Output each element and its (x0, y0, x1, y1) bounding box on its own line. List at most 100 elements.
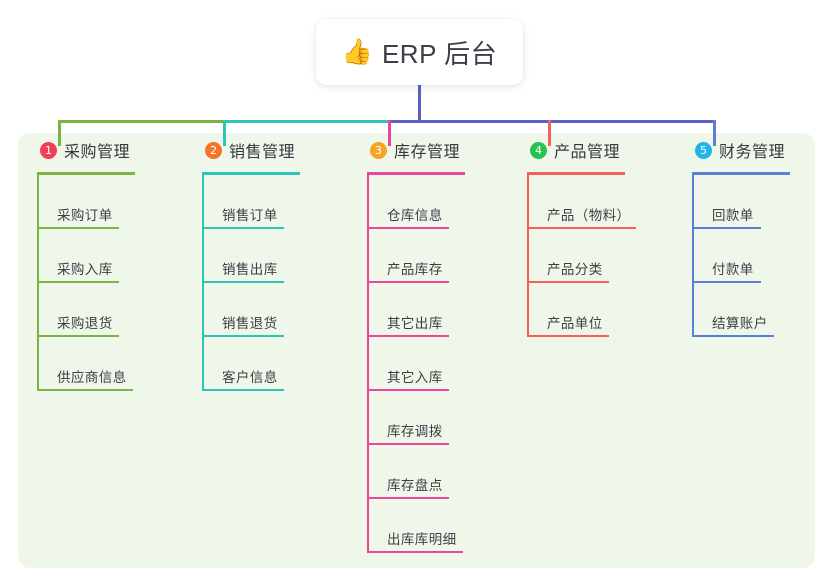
branch-title-underline (367, 172, 465, 175)
list-item-label: 采购入库 (57, 262, 113, 277)
list-item[interactable]: 其它入库 (367, 337, 500, 391)
list-item-label: 采购退货 (57, 316, 113, 331)
list-item[interactable]: 出库库明细 (367, 499, 500, 553)
list-item-label: 销售订单 (222, 208, 278, 223)
list-item-underline (37, 389, 133, 391)
branch-header-4[interactable]: 4 产品管理 (510, 133, 660, 167)
list-item-underline (692, 227, 761, 229)
list-item-underline (367, 389, 449, 391)
branch-title: 销售管理 (229, 144, 296, 161)
branch-number-badge: 5 (695, 141, 712, 159)
branch-title: 产品管理 (554, 144, 621, 161)
list-item-label: 产品单位 (547, 316, 603, 331)
list-item-underline (527, 281, 609, 283)
list-item[interactable]: 采购订单 (37, 175, 170, 229)
branch-item-list: 仓库信息产品库存其它出库其它入库库存调拨库存盘点出库库明细 (367, 175, 500, 553)
branch-column-2: 2 销售管理销售订单销售出库销售退货客户信息 (185, 133, 335, 391)
list-item[interactable]: 供应商信息 (37, 337, 170, 391)
branch-title: 财务管理 (719, 144, 786, 161)
root-node-card[interactable]: 👍 ERP 后台 (316, 19, 523, 85)
branch-spine (367, 175, 369, 553)
branch-header-3[interactable]: 3 库存管理 (350, 133, 500, 167)
drop-connector (58, 120, 61, 146)
list-item-label: 其它出库 (387, 316, 443, 331)
list-item-label: 客户信息 (222, 370, 278, 385)
list-item-label: 供应商信息 (57, 370, 127, 385)
list-item-label: 产品（物料） (547, 208, 631, 223)
bus-segment (223, 120, 391, 123)
branch-item-list: 产品（物料） 产品分类产品单位 (527, 175, 660, 337)
list-item-label: 回款单 (712, 208, 754, 223)
drop-connector (223, 120, 226, 146)
branch-title-underline (692, 172, 790, 175)
list-item-underline (367, 497, 449, 499)
list-item-label: 产品库存 (387, 262, 443, 277)
list-item-underline (692, 281, 761, 283)
list-item[interactable]: 产品库存 (367, 229, 500, 283)
bus-segment (58, 120, 226, 123)
branch-column-4: 4 产品管理产品（物料） 产品分类产品单位 (510, 133, 660, 337)
list-item-underline (367, 227, 449, 229)
list-item[interactable]: 产品（物料） (527, 175, 660, 229)
drop-connector (548, 120, 551, 146)
list-item-underline (202, 335, 284, 337)
list-item[interactable]: 销售订单 (202, 175, 335, 229)
list-item[interactable]: 回款单 (692, 175, 815, 229)
branch-spine (202, 175, 204, 391)
list-item[interactable]: 产品单位 (527, 283, 660, 337)
list-item-underline (37, 227, 119, 229)
thumbs-up-icon: 👍 (341, 37, 373, 66)
list-item[interactable]: 库存调拨 (367, 391, 500, 445)
list-item[interactable]: 库存盘点 (367, 445, 500, 499)
branch-title: 库存管理 (394, 144, 461, 161)
list-item[interactable]: 结算账户 (692, 283, 815, 337)
bus-segment (388, 120, 551, 123)
list-item[interactable]: 其它出库 (367, 283, 500, 337)
list-item[interactable]: 仓库信息 (367, 175, 500, 229)
list-item-underline (692, 335, 774, 337)
branch-spine (527, 175, 529, 337)
list-item[interactable]: 采购入库 (37, 229, 170, 283)
content-panel (18, 133, 815, 568)
list-item-label: 结算账户 (712, 316, 768, 331)
list-item-underline (367, 443, 449, 445)
branch-number-badge: 4 (530, 141, 547, 159)
list-item-underline (37, 281, 119, 283)
drop-connector (388, 120, 391, 146)
list-item-underline (527, 335, 609, 337)
list-item-label: 付款单 (712, 262, 754, 277)
drop-connector (713, 120, 716, 146)
branch-header-5[interactable]: 5 财务管理 (675, 133, 815, 167)
list-item-label: 其它入库 (387, 370, 443, 385)
branch-column-5: 5 财务管理回款单付款单结算账户 (675, 133, 815, 337)
list-item-underline (202, 227, 284, 229)
branch-spine (37, 175, 39, 391)
branch-number-badge: 2 (205, 141, 222, 159)
branch-item-list: 销售订单销售出库销售退货客户信息 (202, 175, 335, 391)
list-item-label: 出库库明细 (387, 532, 457, 547)
root-stem-connector (418, 85, 421, 122)
list-item[interactable]: 付款单 (692, 229, 815, 283)
list-item-label: 产品分类 (547, 262, 603, 277)
list-item[interactable]: 客户信息 (202, 337, 335, 391)
list-item[interactable]: 采购退货 (37, 283, 170, 337)
branch-item-list: 采购订单采购入库采购退货供应商信息 (37, 175, 170, 391)
list-item-label: 库存盘点 (387, 478, 443, 493)
list-item-underline (37, 335, 119, 337)
branch-header-2[interactable]: 2 销售管理 (185, 133, 335, 167)
branch-title-underline (37, 172, 135, 175)
list-item[interactable]: 销售退货 (202, 283, 335, 337)
list-item-label: 库存调拨 (387, 424, 443, 439)
list-item[interactable]: 产品分类 (527, 229, 660, 283)
branch-column-3: 3 库存管理仓库信息产品库存其它出库其它入库库存调拨库存盘点出库库明细 (350, 133, 500, 553)
list-item-underline (367, 551, 463, 553)
list-item[interactable]: 销售出库 (202, 229, 335, 283)
list-item-label: 销售出库 (222, 262, 278, 277)
branch-number-badge: 1 (40, 141, 57, 159)
branch-item-list: 回款单付款单结算账户 (692, 175, 815, 337)
branch-number-badge: 3 (370, 141, 387, 159)
bus-segment (548, 120, 716, 123)
